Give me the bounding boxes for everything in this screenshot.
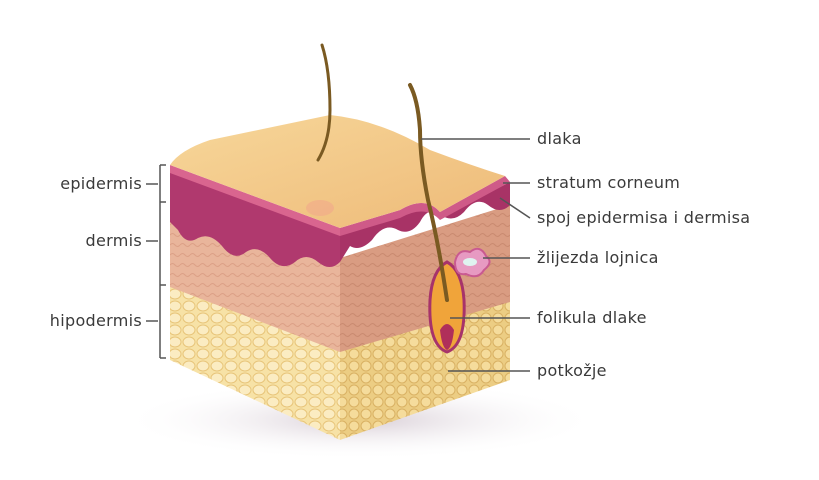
label-dermis: dermis [18,231,142,250]
label-folikula: folikula dlake [537,308,647,327]
label-epidermis: epidermis [18,174,142,193]
label-dlaka: dlaka [537,129,582,148]
label-zlijezda: žlijezda lojnica [537,248,659,267]
label-potkozje: potkožje [537,361,607,380]
left-brackets [146,165,166,358]
label-hipodermis: hipodermis [0,311,142,330]
label-stratum-corneum: stratum corneum [537,173,680,192]
label-spoj: spoj epidermisa i dermisa [537,208,750,227]
